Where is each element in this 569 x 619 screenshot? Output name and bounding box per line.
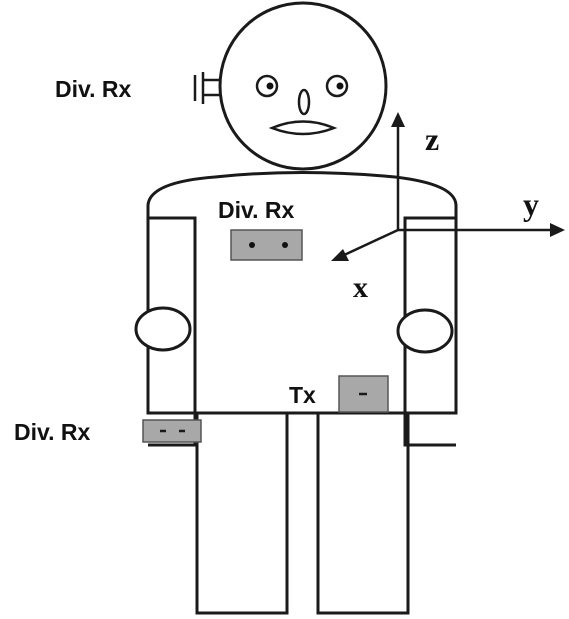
left-arm bbox=[148, 216, 197, 447]
left-leg bbox=[195, 411, 289, 615]
left-pupil bbox=[266, 82, 274, 90]
right-elbow bbox=[396, 308, 454, 354]
head-rx-label: Div. Rx bbox=[55, 76, 131, 102]
right-leg bbox=[316, 411, 410, 615]
mouth bbox=[268, 120, 338, 136]
tx-label: Tx bbox=[289, 382, 316, 408]
y-axis-arrowhead bbox=[550, 223, 565, 237]
x-axis-arrowhead bbox=[331, 249, 349, 261]
left-eye bbox=[255, 74, 279, 98]
z-axis-arrowhead bbox=[391, 112, 405, 127]
torso bbox=[146, 171, 458, 415]
wrist-rx-sensor bbox=[142, 419, 202, 443]
left-elbow bbox=[134, 306, 192, 352]
chest-rx-sensor bbox=[230, 229, 303, 261]
x-axis bbox=[341, 228, 399, 258]
right-eye bbox=[325, 74, 349, 98]
nose bbox=[297, 88, 311, 116]
chest-rx-label: Div. Rx bbox=[218, 197, 294, 223]
head bbox=[218, 1, 388, 171]
x-axis-label: x bbox=[353, 271, 368, 304]
right-pupil bbox=[336, 82, 344, 90]
z-axis-label: z bbox=[425, 121, 439, 157]
wrist-rx-label: Div. Rx bbox=[14, 419, 90, 445]
y-axis-label: y bbox=[523, 186, 539, 222]
